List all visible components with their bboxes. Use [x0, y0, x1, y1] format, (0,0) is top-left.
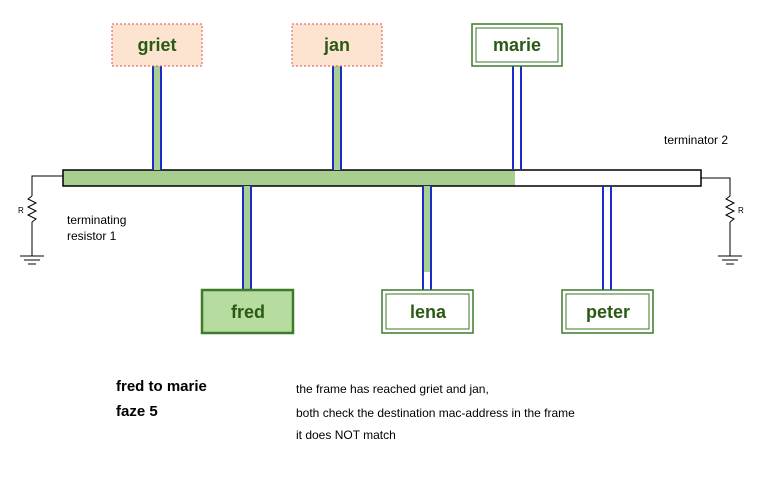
terminator-2-label: terminator 2 — [664, 133, 728, 147]
drop-cable-griet — [152, 66, 162, 170]
drop-cable-marie — [512, 66, 522, 170]
node-peter: peter — [561, 289, 654, 334]
drop-cable-fred — [242, 186, 252, 290]
node-griet-label: griet — [137, 35, 176, 55]
caption-title-line1: fred to marie — [116, 378, 207, 395]
drop-cable-lena — [422, 186, 432, 290]
bus-empty-segment — [515, 170, 701, 186]
caption-text-line2: both check the destination mac-address i… — [296, 406, 575, 420]
ground-symbol-left — [20, 255, 44, 265]
resistor-1-symbol-label: R — [18, 206, 24, 215]
node-jan-label: jan — [323, 35, 350, 55]
node-marie: marie — [471, 23, 563, 67]
terminating-resistor-1-label-line2: resistor 1 — [67, 229, 117, 243]
node-fred: fred — [200, 288, 295, 335]
ground-symbol-right — [718, 255, 742, 265]
terminating-resistor-1 — [26, 175, 63, 256]
node-peter-label: peter — [586, 302, 630, 322]
node-jan: jan — [291, 23, 383, 67]
caption-text-line1: the frame has reached griet and jan, — [296, 382, 489, 396]
node-fred-label: fred — [231, 302, 265, 322]
resistor-2-symbol-label: R — [738, 206, 744, 215]
terminator-2-resistor — [701, 177, 736, 256]
node-marie-label: marie — [493, 35, 541, 55]
caption-text-line3: it does NOT match — [296, 428, 396, 442]
node-lena-label: lena — [410, 302, 447, 322]
drop-cable-jan — [332, 66, 342, 170]
node-griet: griet — [111, 23, 203, 67]
caption-title-line2: faze 5 — [116, 403, 158, 420]
bus-signal-segment — [63, 170, 515, 186]
drop-cable-peter — [602, 186, 612, 290]
node-lena: lena — [381, 289, 474, 334]
terminating-resistor-1-label-line1: terminating — [67, 213, 126, 227]
